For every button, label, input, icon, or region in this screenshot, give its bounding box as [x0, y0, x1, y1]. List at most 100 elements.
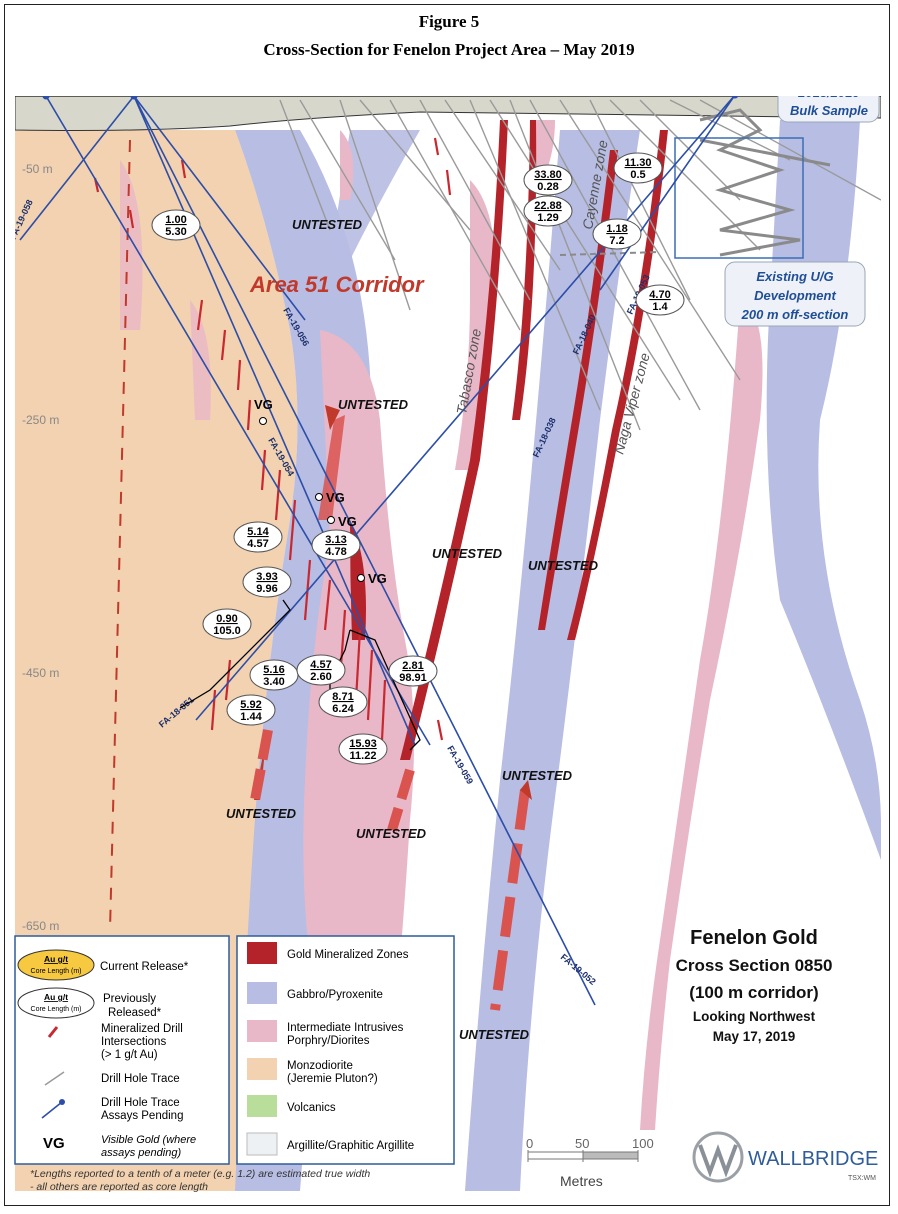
legend-vg: Visible Gold (where: [101, 1134, 196, 1146]
intercept-grade: 0.90: [216, 613, 237, 625]
intercept-bubble: 3.134.78: [311, 529, 361, 561]
svg-text:Development: Development: [754, 288, 836, 303]
intercept-grade: 5.16: [263, 664, 284, 676]
vg-marker: VG: [338, 514, 357, 529]
svg-text:(100 m corridor): (100 m corridor): [689, 983, 818, 1002]
legend-label: Volcanics: [287, 1102, 336, 1114]
monzodiorite-body: [15, 130, 298, 1191]
footnote: *Lengths reported to a tenth of a meter …: [30, 1168, 370, 1180]
svg-text:0: 0: [526, 1136, 533, 1151]
svg-text:200 m off-section: 200 m off-section: [741, 307, 849, 322]
intercept-bubble: 5.144.57: [233, 521, 283, 553]
red-tick-icon: [47, 1026, 59, 1038]
legend-swatch: [247, 1058, 277, 1080]
intercept-length: 5.30: [165, 226, 186, 238]
untested-label: UNTESTED: [528, 558, 599, 573]
vg-symbol: VG: [43, 1135, 65, 1152]
legend-label: Intermediate Intrusives: [287, 1022, 404, 1034]
tree-icons: [142, 84, 295, 95]
intercept-length: 105.0: [213, 625, 241, 637]
intercept-labels: 1.005.3033.800.2822.881.2911.300.51.187.…: [151, 152, 685, 765]
svg-text:Au g/t: Au g/t: [44, 992, 68, 1002]
intercept-grade: 1.00: [165, 214, 186, 226]
vg-marker: VG: [254, 397, 273, 412]
legend-current-release: Current Release*: [100, 961, 189, 973]
legend-label: Argillite/Graphitic Argillite: [287, 1140, 414, 1152]
intercept-length: 11.22: [350, 750, 377, 762]
wallbridge-logo: WALLBRIDGE TSX:WM: [692, 1131, 878, 1183]
intercept-grade: 5.92: [240, 699, 261, 711]
svg-text:Released*: Released*: [108, 1007, 162, 1019]
untested-label: UNTESTED: [356, 826, 427, 841]
svg-text:Looking Northwest: Looking Northwest: [693, 1009, 816, 1024]
legend-label: Monzodiorite: [287, 1060, 353, 1072]
intercept-length: 2.60: [310, 671, 331, 683]
legend-pending: Drill Hole Trace: [101, 1097, 180, 1109]
svg-text:Intersections: Intersections: [101, 1036, 166, 1048]
legend-left: Au g/t Core Length (m) Current Release* …: [14, 935, 370, 1193]
intercept-length: 3.40: [263, 676, 284, 688]
intercept-length: 1.4: [652, 301, 668, 313]
untested-label: UNTESTED: [459, 1027, 530, 1042]
legend-swatch: [247, 1095, 277, 1117]
svg-text:(> 1 g/t Au): (> 1 g/t Au): [101, 1049, 158, 1061]
legend-swatch: [247, 982, 277, 1004]
legend-trace: Drill Hole Trace: [101, 1073, 180, 1085]
depth-label: -250 m: [22, 413, 59, 427]
intercept-length: 98.91: [399, 672, 427, 684]
intercept-length: 4.78: [325, 546, 346, 558]
intercept-grade: 2.81: [402, 660, 423, 672]
overburden: [15, 96, 881, 131]
untested-label: UNTESTED: [226, 806, 297, 821]
svg-text:50: 50: [575, 1136, 589, 1151]
section-info: Fenelon Gold Cross Section 0850 (100 m c…: [676, 927, 833, 1044]
intercept-bubble: 8.716.24: [318, 686, 368, 718]
intercept-bubble: 5.921.44: [226, 694, 276, 726]
scale-unit: Metres: [560, 1173, 603, 1189]
legend-previous-release: Previously: [103, 993, 156, 1005]
legend-label: Porphry/Diorites: [287, 1035, 370, 1047]
intercept-length: 1.44: [240, 711, 262, 723]
intercept-grade: 1.18: [606, 223, 627, 235]
untested-label: UNTESTED: [502, 768, 573, 783]
intercept-grade: 15.93: [349, 738, 377, 750]
figure-number: Figure 5: [418, 12, 480, 31]
legend-label: (Jeremie Pluton?): [287, 1073, 378, 1085]
intercept-bubble: 22.881.29: [523, 195, 573, 227]
ug-development-callout: Existing U/G: [756, 269, 833, 284]
svg-text:Bulk Sample: Bulk Sample: [790, 103, 868, 118]
bulk-sample-callout: 2018/2019: [797, 85, 860, 100]
intercept-length: 0.5: [630, 169, 645, 181]
intercept-bubble: 33.800.28: [523, 164, 573, 196]
intercept-bubble: 4.701.4: [635, 284, 685, 316]
badge-au: Au g/t: [44, 954, 68, 964]
area51-label: Area 51 Corridor: [249, 272, 425, 297]
info-title: Fenelon Gold: [690, 927, 818, 949]
intercept-grade: 33.80: [534, 169, 562, 181]
intercept-bubble: 1.187.2: [592, 218, 642, 250]
intercept-grade: 4.70: [649, 289, 670, 301]
bulk-sample-box: [674, 137, 804, 259]
untested-label: UNTESTED: [338, 397, 409, 412]
svg-text:- all others are reported as c: - all others are reported as core length: [30, 1181, 208, 1193]
svg-text:assays pending): assays pending): [101, 1147, 181, 1159]
figure-title: Cross-Section for Fenelon Project Area –…: [263, 40, 635, 59]
svg-text:Cross Section 0850: Cross Section 0850: [676, 956, 833, 975]
intercept-bubble: 11.300.5: [613, 152, 663, 184]
scale-bar: 0 50 100 Metres: [526, 1136, 654, 1189]
intercept-length: 0.28: [537, 181, 558, 193]
depth-label: -50 m: [22, 162, 53, 176]
svg-text:Assays Pending: Assays Pending: [101, 1110, 183, 1122]
ug-development: [559, 108, 831, 257]
legend-swatch: [246, 1132, 278, 1156]
intercept-length: 4.57: [247, 538, 268, 550]
untested-arrows: [250, 405, 532, 1011]
legend-mineralized: Mineralized Drill: [101, 1023, 183, 1035]
svg-text:Core Length (m): Core Length (m): [31, 968, 82, 975]
intercept-grade: 3.93: [256, 571, 277, 583]
intercept-bubble: 1.005.30: [151, 209, 201, 241]
svg-text:Core Length (m): Core Length (m): [31, 1006, 82, 1013]
